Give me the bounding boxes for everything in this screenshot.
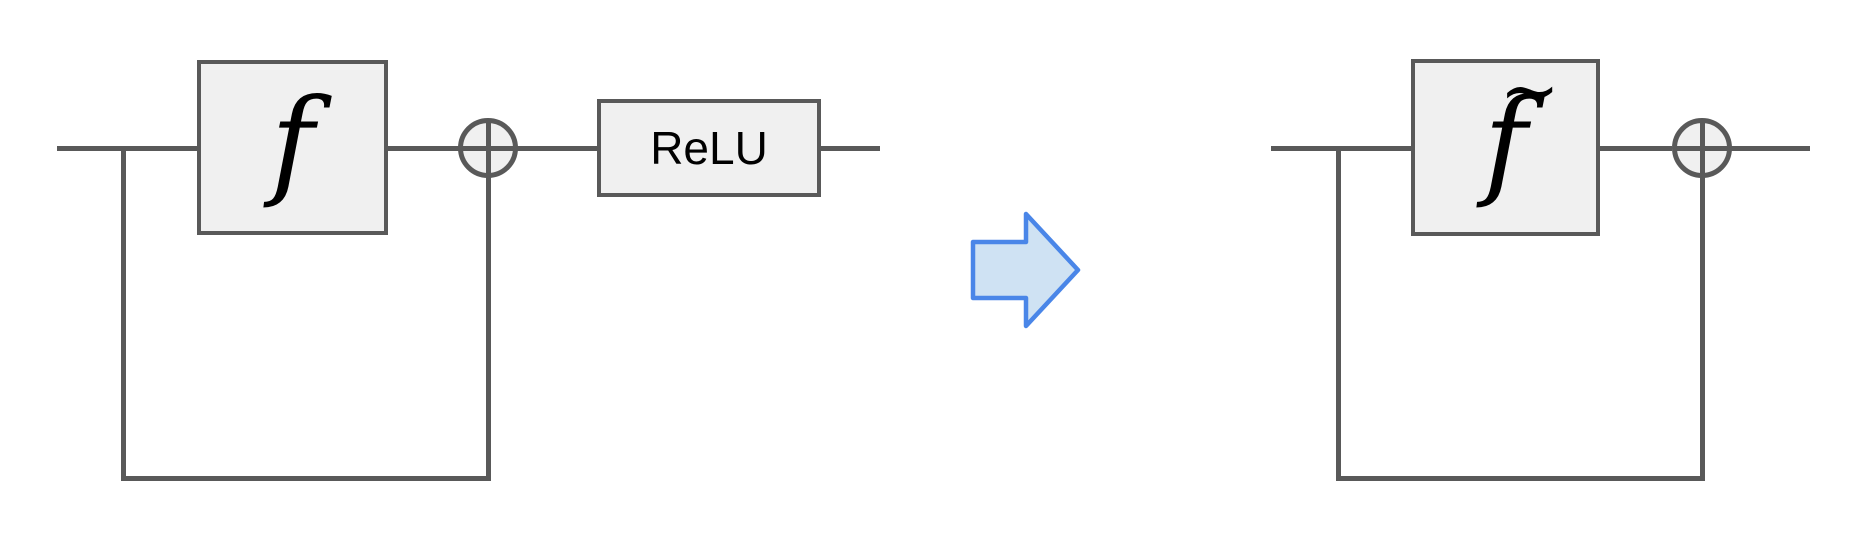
right-input-line <box>1271 146 1412 151</box>
right-function-block: ~ f <box>1411 54 1600 236</box>
right-skip-line-bottom <box>1336 476 1705 481</box>
relu-block: ReLU <box>597 99 821 197</box>
right-wire-f-to-sum <box>1598 146 1672 151</box>
left-sum-plus-icon <box>458 118 518 178</box>
right-skip-line-up <box>1700 175 1705 481</box>
right-skip-line-down <box>1336 146 1341 481</box>
relu-label: ReLU <box>650 122 768 174</box>
right-sum-plus-icon <box>1672 118 1732 178</box>
sum-cross-vertical <box>485 123 491 173</box>
left-function-block: f <box>197 60 388 235</box>
left-output-line <box>819 146 880 151</box>
left-wire-f-to-sum <box>386 146 462 151</box>
right-output-line <box>1730 146 1810 151</box>
left-wire-sum-to-relu <box>516 146 597 151</box>
left-skip-line-up <box>486 175 491 481</box>
function-label-f-tilde: f <box>1483 72 1528 211</box>
left-skip-line-down <box>121 146 126 481</box>
left-input-line <box>57 146 198 151</box>
transform-arrow-icon <box>970 211 1081 329</box>
sum-cross-vertical <box>1699 123 1705 173</box>
left-skip-line-bottom <box>121 476 491 481</box>
function-label-f: f <box>270 72 315 211</box>
